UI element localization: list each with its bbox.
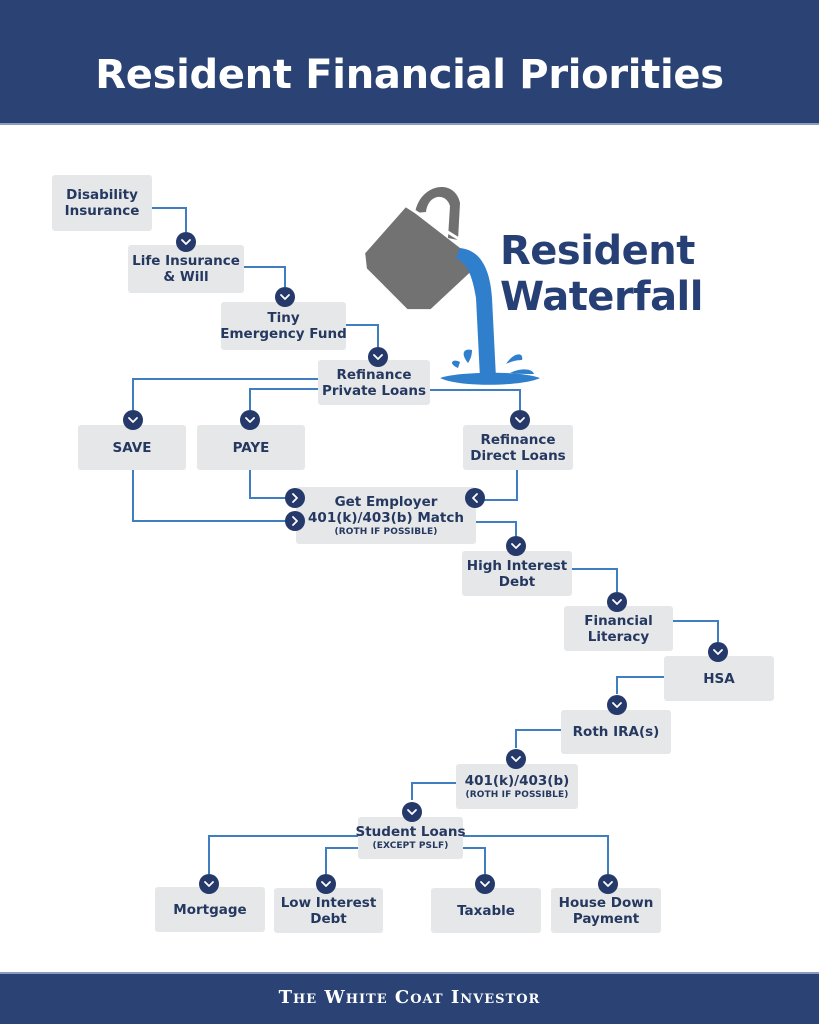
connector-refi-paye: [249, 388, 318, 410]
step-note: (ROTH IF POSSIBLE): [334, 526, 438, 537]
step-line: Taxable: [457, 902, 515, 919]
chevron-down-icon: [275, 287, 295, 307]
step-save: SAVE: [78, 425, 186, 470]
step-house-down-payment: House Down Payment: [551, 888, 661, 933]
chevron-down-icon: [708, 642, 728, 662]
step-note: (ROTH IF POSSIBLE): [465, 789, 569, 800]
step-refinance-private-loans: Refinance Private Loans: [318, 360, 430, 405]
step-line: Roth IRA(s): [572, 724, 660, 740]
connector-high-literacy: [572, 568, 618, 592]
connector-save-match: [132, 470, 286, 522]
connector-student-mortgage: [208, 835, 358, 874]
connector-match-high: [476, 521, 517, 536]
waterfall-title: Resident Waterfall: [500, 228, 703, 320]
step-line: Disability: [66, 187, 138, 203]
waterfall-title-line-2: Waterfall: [500, 274, 703, 320]
step-line: Private Loans: [321, 382, 427, 399]
chevron-right-icon: [285, 488, 305, 508]
step-line: 401(k)/403(b): [464, 772, 570, 789]
chevron-down-icon: [607, 695, 627, 715]
step-high-interest-debt: High Interest Debt: [462, 551, 572, 596]
connector-student-low: [325, 847, 358, 874]
step-line: Refinance: [480, 431, 556, 448]
connector-literacy-hsa: [673, 620, 719, 642]
step-tiny-emergency-fund: Tiny Emergency Fund: [220, 302, 347, 350]
connector-paye-match: [249, 470, 286, 499]
step-line: Insurance: [64, 203, 140, 219]
chevron-left-icon: [465, 488, 485, 508]
bucket-pouring-water-icon: [365, 186, 540, 385]
connector-disability-life: [152, 207, 187, 232]
step-line: High Interest: [466, 557, 568, 574]
connector-direct-match: [484, 470, 518, 501]
chevron-down-icon: [240, 410, 260, 430]
step-line: SAVE: [112, 439, 152, 456]
step-line: PAYE: [232, 439, 270, 456]
step-hsa: HSA: [664, 656, 774, 701]
step-line: Life Insurance: [132, 253, 240, 269]
connector-student-house: [463, 835, 609, 874]
chevron-down-icon: [506, 749, 526, 769]
step-line: Low Interest: [280, 894, 377, 911]
step-401k-403b: 401(k)/403(b) (ROTH IF POSSIBLE): [456, 764, 578, 809]
step-financial-literacy: Financial Literacy: [564, 606, 673, 651]
chevron-down-icon: [316, 874, 336, 894]
step-line: House Down: [558, 894, 654, 911]
footer-band: The White Coat Investor: [0, 972, 819, 1024]
connector-student-taxable: [463, 847, 486, 874]
step-note: (EXCEPT PSLF): [372, 841, 449, 851]
step-roth-ira: Roth IRA(s): [561, 710, 671, 754]
connector-refi-save: [132, 378, 318, 410]
connector-retirement-student: [411, 782, 456, 800]
chevron-down-icon: [176, 232, 196, 252]
header-band: Resident Financial Priorities: [0, 0, 819, 125]
connector-emergency-refi: [346, 324, 379, 347]
step-line: Direct Loans: [470, 447, 566, 464]
chevron-down-icon: [368, 347, 388, 367]
step-line: Mortgage: [173, 901, 247, 918]
step-low-interest-debt: Low Interest Debt: [274, 888, 383, 933]
step-line: Financial: [584, 612, 653, 629]
chevron-down-icon: [607, 592, 627, 612]
step-line: Literacy: [587, 628, 650, 645]
step-line: Student Loans: [355, 824, 466, 840]
step-refinance-direct-loans: Refinance Direct Loans: [463, 425, 573, 470]
step-line: Get Employer: [334, 493, 438, 510]
connector-roth-retirement: [515, 729, 561, 748]
chevron-down-icon: [475, 874, 495, 894]
connector-hsa-roth: [616, 676, 664, 694]
step-disability-insurance: Disability Insurance: [52, 175, 152, 231]
chevron-down-icon: [598, 874, 618, 894]
step-employer-match: Get Employer 401(k)/403(b) Match (ROTH I…: [296, 487, 476, 544]
footer-brand: The White Coat Investor: [278, 987, 541, 1008]
waterfall-title-line-1: Resident: [500, 228, 695, 274]
step-line: Refinance: [336, 366, 412, 383]
connector-refi-direct: [430, 389, 521, 410]
step-line: Debt: [310, 910, 347, 927]
step-mortgage: Mortgage: [155, 887, 265, 932]
step-student-loans: Student Loans (EXCEPT PSLF): [355, 817, 466, 859]
step-line: Debt: [498, 573, 536, 590]
chevron-down-icon: [510, 410, 530, 430]
step-line: Payment: [572, 910, 640, 927]
step-taxable: Taxable: [431, 888, 541, 933]
page-title: Resident Financial Priorities: [95, 52, 724, 98]
step-line: Tiny: [267, 310, 300, 326]
chevron-down-icon: [123, 410, 143, 430]
step-line: & Will: [163, 269, 209, 285]
chevron-right-icon: [285, 511, 305, 531]
step-line: HSA: [703, 670, 735, 687]
connector-life-emergency: [244, 266, 286, 287]
step-life-insurance-will: Life Insurance & Will: [128, 245, 244, 293]
chevron-down-icon: [199, 874, 219, 894]
step-paye: PAYE: [197, 425, 305, 470]
chevron-down-icon: [506, 536, 526, 556]
chevron-down-icon: [402, 802, 422, 822]
step-line: Emergency Fund: [220, 326, 347, 342]
step-line: 401(k)/403(b) Match: [308, 509, 464, 526]
